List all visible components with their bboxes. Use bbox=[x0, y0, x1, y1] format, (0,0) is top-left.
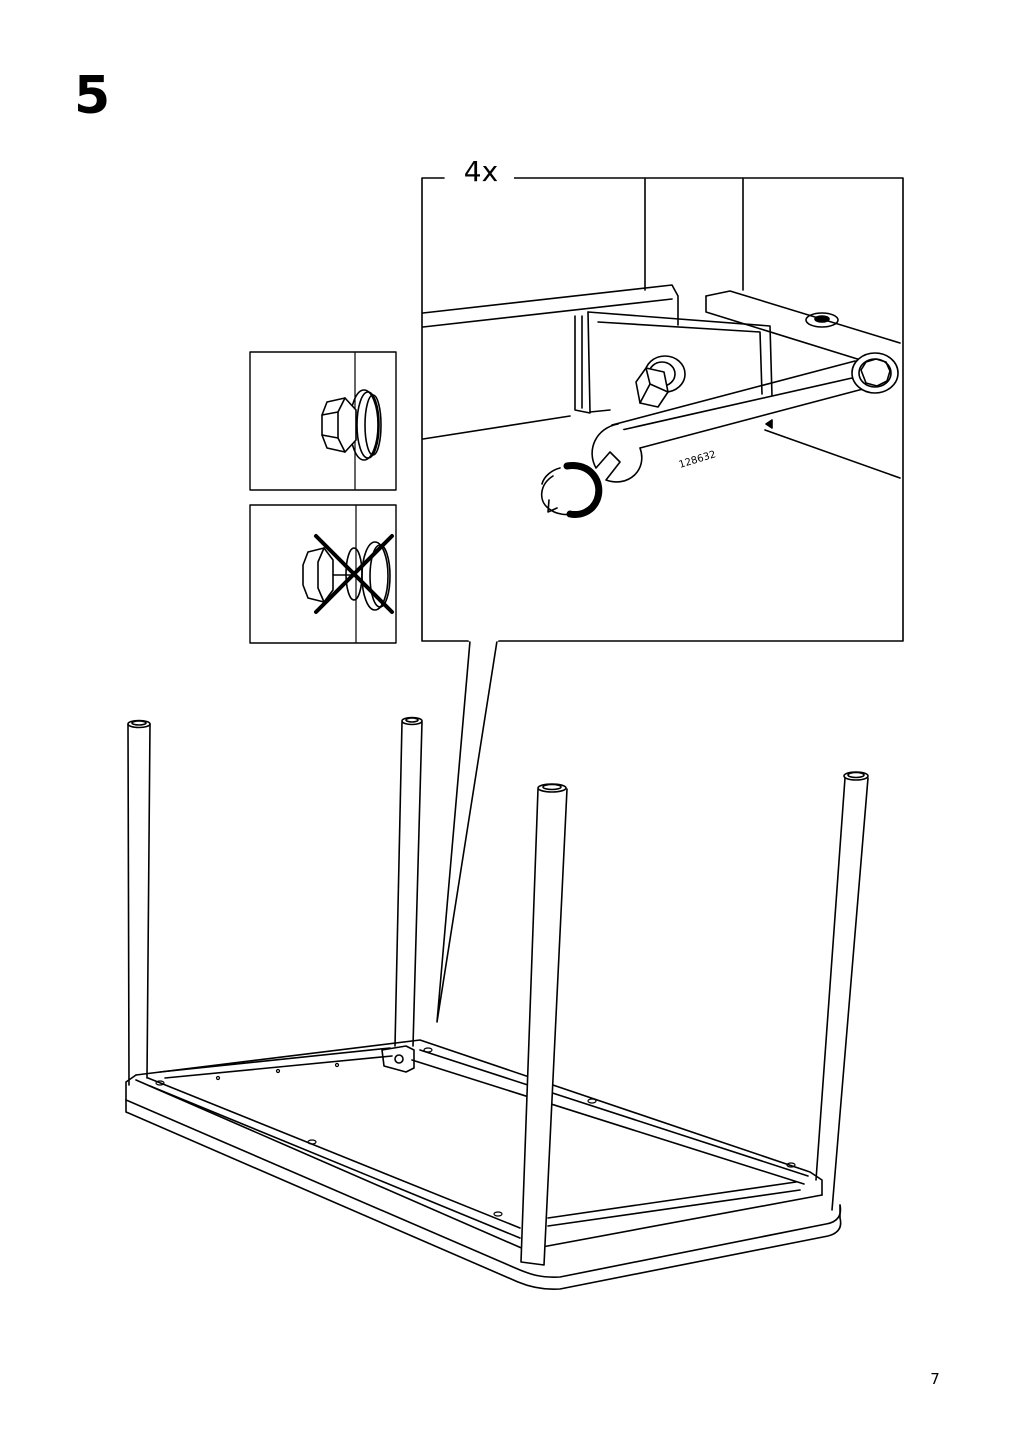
bolt-tight-icon bbox=[322, 390, 381, 460]
table-leg bbox=[395, 718, 422, 1047]
quantity-label: 4x bbox=[448, 158, 514, 186]
table-illustration bbox=[126, 718, 868, 1290]
check-incorrect-panel bbox=[250, 505, 396, 643]
rotate-clockwise-icon bbox=[542, 465, 599, 514]
check-correct-panel bbox=[250, 352, 396, 490]
table-leg bbox=[816, 772, 868, 1210]
wrench-part-number: 128632 bbox=[678, 449, 718, 471]
table-leg bbox=[521, 784, 567, 1265]
table-leg bbox=[128, 721, 150, 1086]
bolt-loose-icon bbox=[303, 542, 390, 610]
detail-callout bbox=[422, 178, 903, 1022]
step-number: 5 bbox=[74, 66, 111, 126]
detail-scene: 128632 bbox=[423, 179, 900, 515]
incorrect-cross-icon bbox=[316, 536, 392, 612]
page-number: 7 bbox=[930, 1370, 940, 1388]
